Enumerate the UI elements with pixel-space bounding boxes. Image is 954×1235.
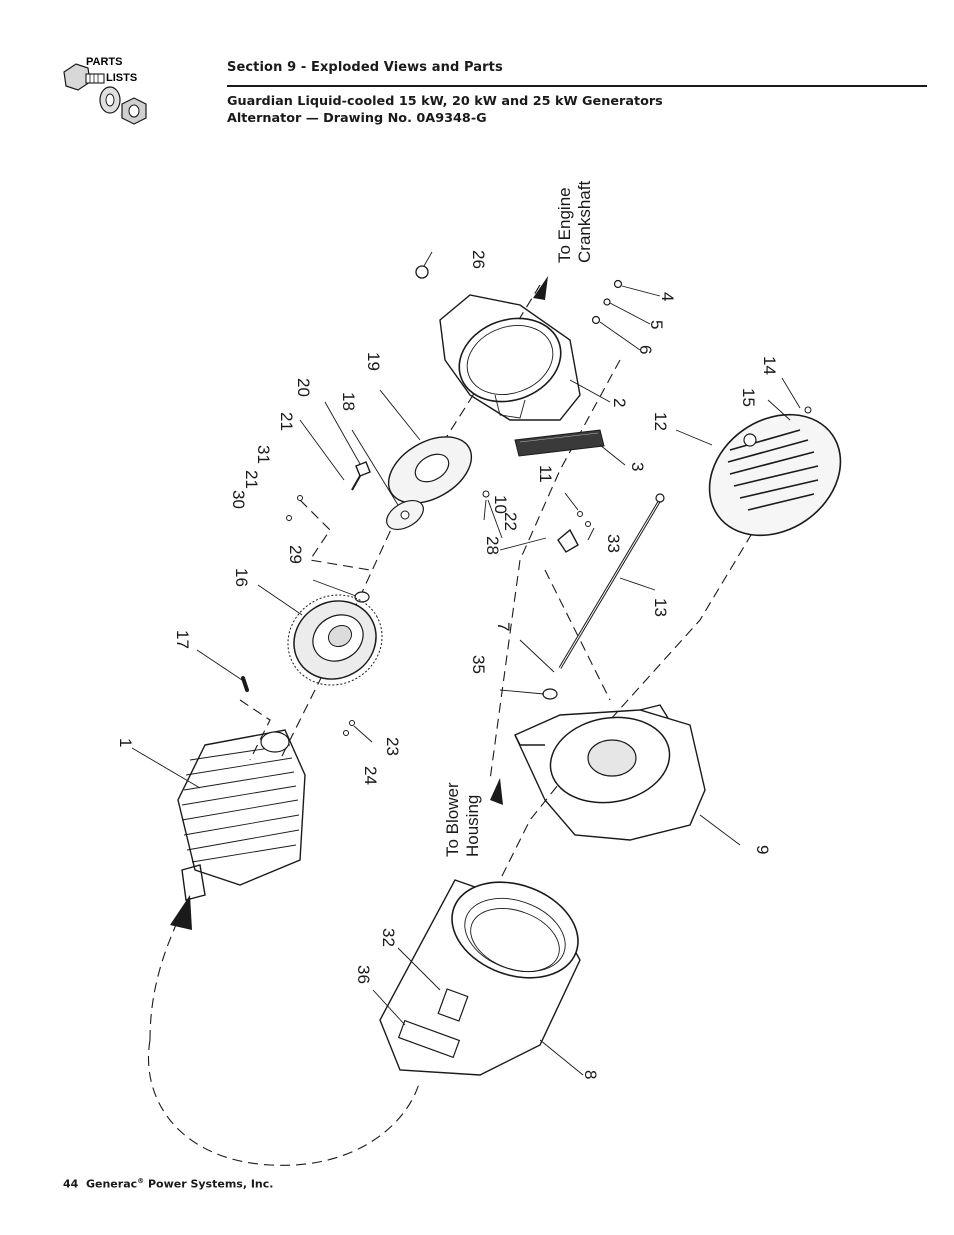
key-pin bbox=[241, 676, 249, 692]
leader-lines bbox=[131, 251, 801, 1076]
callout-4: 4 bbox=[658, 292, 677, 301]
brush-strip bbox=[514, 429, 605, 457]
through-stud bbox=[542, 493, 665, 700]
callout-36: 36 bbox=[354, 965, 373, 984]
small-hardware-left bbox=[286, 461, 490, 603]
logo-word-lists: LISTS bbox=[106, 72, 137, 84]
callout-labels: 26 4 5 6 2 3 19 18 20 21 31 21 30 22 28 … bbox=[116, 250, 779, 1079]
arrow-to-engine bbox=[533, 276, 548, 300]
callout-26: 26 bbox=[469, 250, 488, 269]
callout-12: 12 bbox=[651, 412, 670, 431]
callout-33: 33 bbox=[604, 534, 623, 553]
callout-21-lower: 21 bbox=[242, 470, 261, 489]
callout-35: 35 bbox=[469, 655, 488, 674]
brush-holder bbox=[557, 511, 591, 553]
callout-17: 17 bbox=[173, 630, 192, 649]
note-to-engine-line2: Crankshaft bbox=[575, 181, 594, 263]
callout-21-upper: 21 bbox=[277, 412, 296, 431]
callout-3: 3 bbox=[628, 462, 647, 471]
callout-24: 24 bbox=[361, 766, 380, 785]
callout-14: 14 bbox=[760, 356, 779, 375]
arrow-to-rotor bbox=[170, 895, 192, 930]
cooling-fan bbox=[287, 594, 383, 686]
bearing-plate bbox=[386, 436, 473, 531]
arrow-to-blower bbox=[490, 778, 503, 805]
callout-15: 15 bbox=[739, 388, 758, 407]
callout-31: 31 bbox=[254, 445, 273, 464]
engine-adapter bbox=[415, 265, 581, 421]
company-name: Generac bbox=[85, 1177, 138, 1191]
note-to-engine-line1: To Engine bbox=[555, 187, 574, 263]
callout-9: 9 bbox=[753, 845, 772, 854]
screw-set bbox=[591, 279, 623, 325]
callout-10: 10 bbox=[491, 495, 510, 514]
callout-29: 29 bbox=[286, 545, 305, 564]
screw-23 bbox=[349, 720, 355, 726]
callout-13: 13 bbox=[651, 598, 670, 617]
rotor-assembly bbox=[177, 729, 306, 901]
note-to-blower-line1: To Blower bbox=[443, 782, 462, 857]
parts-lists-logo: PARTS LISTS bbox=[63, 56, 147, 125]
callout-8: 8 bbox=[581, 1070, 600, 1079]
nut-bolt-washer-icon bbox=[63, 63, 147, 125]
section-title: Section 9 - Exploded Views and Parts bbox=[227, 60, 503, 75]
drawing-title: Alternator — Drawing No. 0A9348-G bbox=[227, 111, 487, 126]
header-rule bbox=[227, 85, 927, 87]
callout-5: 5 bbox=[647, 320, 666, 329]
document-title: Guardian Liquid-cooled 15 kW, 20 kW and … bbox=[227, 94, 663, 109]
callout-11: 11 bbox=[536, 465, 555, 483]
page-footer: 44 Generac® Power Systems, Inc. bbox=[63, 1177, 273, 1191]
callout-20: 20 bbox=[294, 378, 313, 397]
end-cover-grille bbox=[708, 406, 842, 537]
callout-18: 18 bbox=[339, 392, 358, 411]
company-suffix: Power Systems, Inc. bbox=[144, 1177, 274, 1191]
screw-24 bbox=[343, 730, 349, 736]
callout-7: 7 bbox=[494, 622, 513, 631]
callout-22: 22 bbox=[501, 512, 520, 531]
registered-mark: ® bbox=[137, 1177, 145, 1185]
callout-28: 28 bbox=[483, 536, 502, 555]
note-to-blower-line2: Housing bbox=[463, 795, 482, 857]
callout-23: 23 bbox=[383, 737, 402, 756]
callout-2: 2 bbox=[610, 398, 629, 407]
page-header: Section 9 - Exploded Views and Parts Gua… bbox=[227, 60, 927, 127]
callout-16: 16 bbox=[232, 568, 251, 587]
page-number: 44 bbox=[63, 1177, 79, 1191]
callout-6: 6 bbox=[636, 345, 655, 354]
stator-housing bbox=[379, 879, 581, 1076]
callout-32: 32 bbox=[379, 928, 398, 947]
bearing-carrier bbox=[514, 704, 706, 841]
callout-30: 30 bbox=[229, 490, 248, 509]
callout-19: 19 bbox=[364, 352, 383, 371]
logo-word-parts: PARTS bbox=[86, 56, 122, 68]
callout-1: 1 bbox=[116, 738, 135, 747]
